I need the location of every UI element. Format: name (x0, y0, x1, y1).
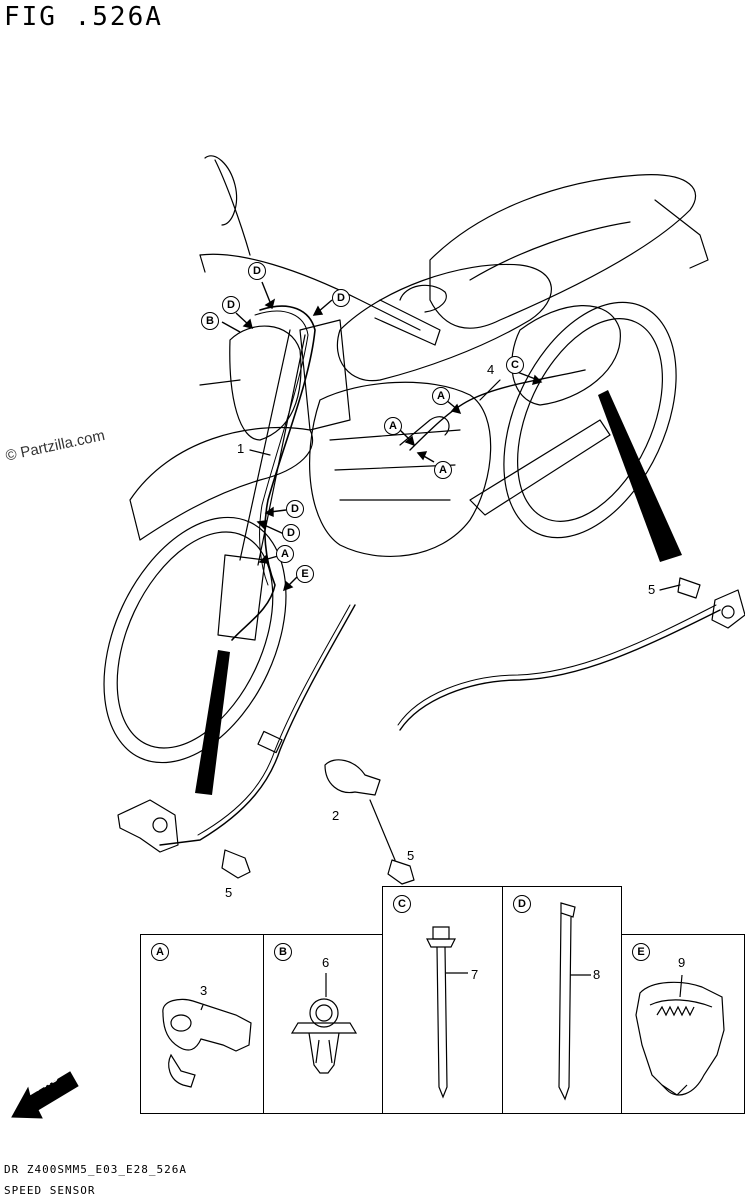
detail-part-number: 8 (593, 967, 601, 982)
detail-box-d: D 8 (502, 886, 622, 1114)
callout-letter-d: D (248, 262, 266, 280)
detail-box-a: A 3 (140, 934, 264, 1114)
detail-part-number: 7 (471, 967, 479, 982)
clamp-illustration (162, 998, 252, 1088)
figure-title: FIG .526A (4, 2, 163, 32)
callout-letter-a: A (384, 417, 402, 435)
callout-letter-a: A (276, 545, 294, 563)
detail-box-letter: B (274, 943, 292, 961)
part-number-5: 5 (648, 582, 656, 597)
detail-box-letter: C (393, 895, 411, 913)
part-number-1: 1 (237, 441, 245, 456)
detail-part-number: 9 (678, 955, 686, 970)
callout-letter-a: A (432, 387, 450, 405)
detail-box-letter: D (513, 895, 531, 913)
part-number-5: 5 (407, 848, 415, 863)
callout-letter-d: D (332, 289, 350, 307)
clip-illustration (290, 973, 358, 1074)
clamp-illustration (635, 974, 725, 1096)
callout-letter-c: C (506, 356, 524, 374)
cable-tie-illustration (426, 926, 468, 1099)
callout-letter-d: D (286, 500, 304, 518)
diagram-code: DR Z400SMM5_E03_E28_526A (4, 1163, 187, 1176)
part-number-5: 5 (225, 885, 233, 900)
diagram-caption: SPEED SENSOR (4, 1184, 96, 1197)
detail-box-letter: E (632, 943, 650, 961)
callout-letter-b: B (201, 312, 219, 330)
band-illustration (558, 902, 591, 1101)
part-number-4: 4 (487, 362, 495, 377)
callout-letter-e: E (296, 565, 314, 583)
part-number-2: 2 (332, 808, 340, 823)
detail-box-letter: A (151, 943, 169, 961)
callout-letter-a: A (434, 461, 452, 479)
detail-box-b: B 6 (263, 934, 383, 1114)
callout-letter-d: D (222, 296, 240, 314)
detail-part-number: 3 (200, 983, 208, 998)
callout-letter-d: D (282, 524, 300, 542)
detail-part-number: 6 (322, 955, 330, 970)
